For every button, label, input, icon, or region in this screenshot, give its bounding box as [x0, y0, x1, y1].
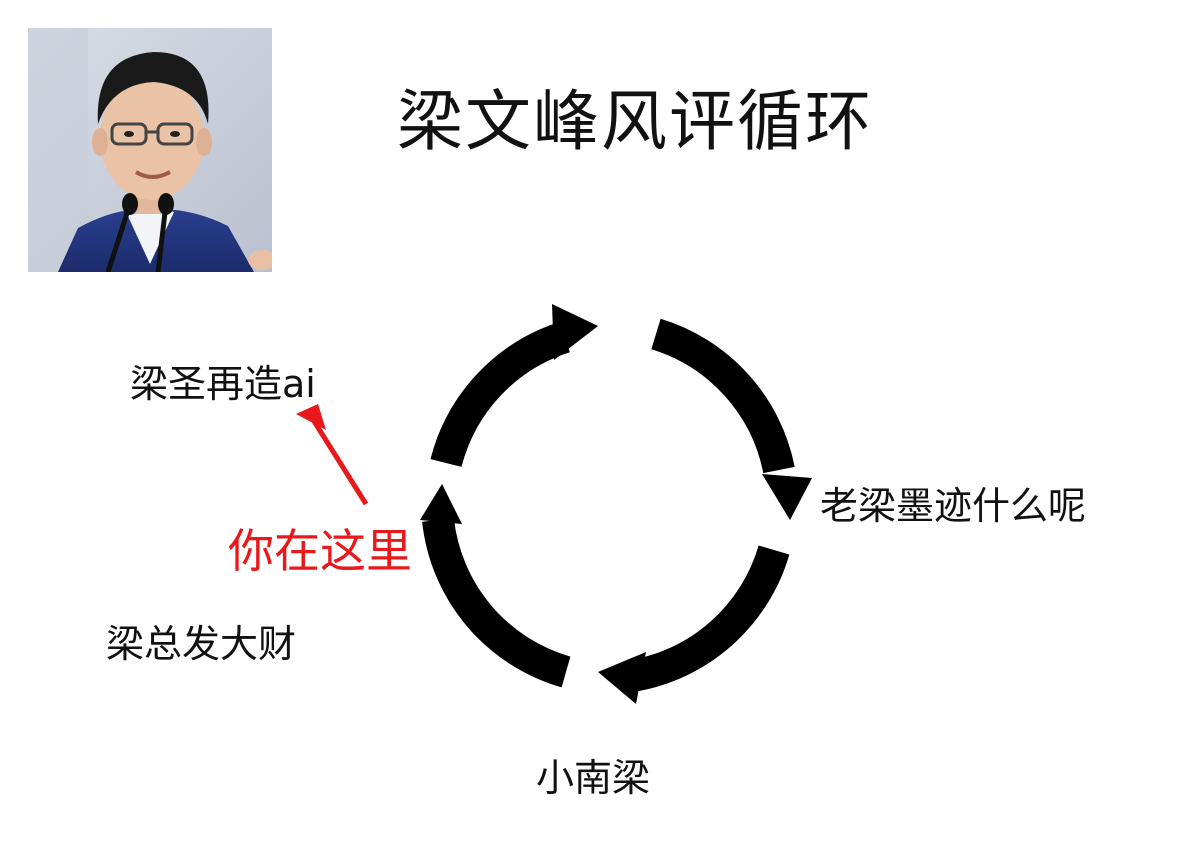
cycle-label-right: 老梁墨迹什么呢 [820, 484, 1087, 528]
arrow-head-bottom [598, 652, 646, 704]
speaker-photo [28, 28, 272, 272]
arrow-head-left [420, 484, 462, 524]
page-title: 梁文峰风评循环 [397, 83, 873, 160]
arrow-head-right [762, 474, 812, 520]
cycle-arc-bottom-left [422, 517, 571, 688]
arrow-head-top [552, 304, 598, 360]
red-pointer-arrow [296, 404, 369, 506]
you-are-here-label: 你在这里 [228, 524, 412, 578]
cycle-label-top-left: 梁圣再造ai [130, 362, 316, 406]
cycle-arc-bottom-right [629, 545, 790, 692]
cycle-arc-top-left [430, 321, 571, 468]
cycle-label-bottom: 小南梁 [536, 756, 651, 800]
cycle-arc-top-right [651, 318, 795, 474]
cycle-label-bottom-left: 梁总发大财 [106, 622, 297, 666]
